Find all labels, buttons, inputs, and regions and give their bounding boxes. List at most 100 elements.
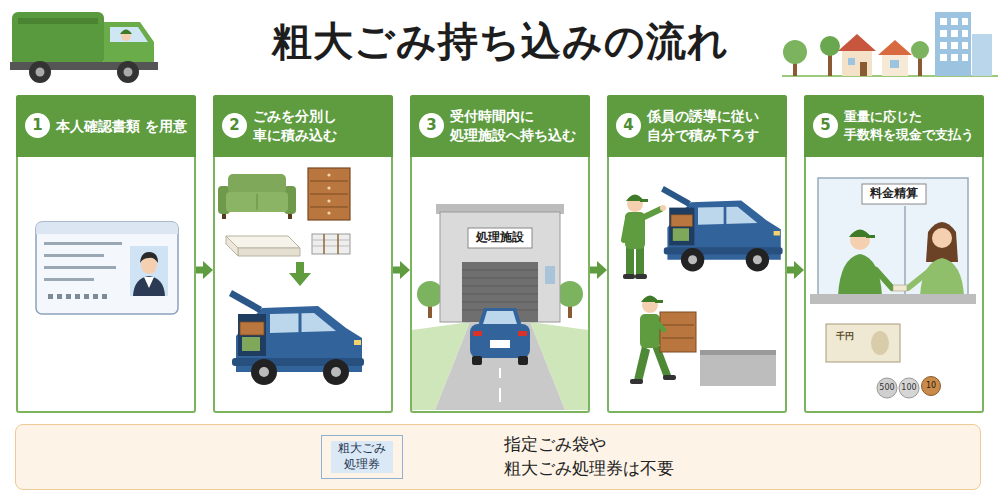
town-scene-part (882, 54, 908, 76)
id-card-part (133, 276, 165, 296)
staff-carrying-part (700, 350, 776, 355)
town-scene-part (890, 60, 899, 68)
arrow-head (794, 261, 804, 279)
staff-carrying (630, 296, 776, 387)
payment-window-part (871, 331, 889, 355)
payment-window (810, 178, 976, 398)
town-scene-part (820, 36, 840, 56)
id-card-part (48, 294, 107, 299)
sorted-items-part (312, 246, 350, 247)
sorted-items-part (296, 262, 304, 274)
facility-scene-part (518, 331, 527, 336)
id-card-part (44, 242, 122, 245)
step-number-circle: 3 (419, 113, 444, 138)
id-card (36, 222, 178, 314)
sorted-items-part (327, 173, 330, 176)
payment-window-part (818, 178, 968, 296)
town-scene-part (935, 12, 971, 76)
id-card-part-part (48, 294, 53, 299)
id-card-part-part (102, 294, 107, 299)
staff-carrying-part (634, 346, 650, 382)
sorted-items-part (288, 214, 292, 219)
facility-scene-part (473, 331, 482, 336)
title-text: 粗大ごみ持ち込みの流れ (272, 18, 729, 64)
town-scene-part-part (962, 30, 968, 37)
flow-arrow (196, 261, 213, 279)
facility-scene-part (470, 324, 530, 358)
id-card-part-part (57, 294, 62, 299)
facility-scene-part (518, 356, 528, 365)
facility-scene-part (462, 270, 538, 310)
callout-number: 2 (229, 118, 239, 133)
staff-guiding-part (623, 274, 635, 279)
title-wrap: 粗大ごみ持ち込みの流れ (0, 14, 1000, 69)
staff-carrying-part (663, 375, 676, 380)
ticket-text: 粗大ごみ 処理券 (331, 441, 393, 472)
coin-text: 100 (901, 384, 916, 392)
step-heading: 受付時間内に 処理施設へ持ち込む (450, 107, 586, 145)
step-heading: ごみを分別し 車に積み込む (253, 107, 389, 145)
town-scene-part-part (951, 54, 958, 61)
staff-carrying-part (655, 300, 663, 303)
step-heading-wrap: ごみを分別し 車に積み込む (253, 97, 389, 155)
step-heading-wrap: 受付時間内に 処理施設へ持ち込む (450, 97, 586, 155)
facility-scene-part-part (462, 293, 538, 294)
coin-text: 500 (879, 384, 894, 392)
garbage-truck-part (110, 27, 148, 42)
staff-carrying-part (630, 379, 643, 384)
ticket-ground-part (320, 435, 402, 479)
step-number-circle: 1 (25, 113, 50, 138)
town-scene-part (940, 18, 968, 61)
facility-scene-part (483, 311, 517, 324)
town-scene-part (783, 40, 807, 64)
payment-window-part (922, 377, 941, 396)
facility-scene-part (490, 340, 510, 348)
arrow-head (203, 261, 213, 279)
callout-number: 4 (623, 118, 633, 133)
garbage-truck (10, 12, 158, 83)
sorted-items-part (312, 240, 350, 241)
id-card-part-part (66, 294, 71, 299)
id-card-part-part (93, 294, 98, 299)
town-scene-part (860, 62, 867, 76)
step-heading: 重量に応じた 手数料を現金で支払う (844, 108, 980, 143)
facility-scene-part (440, 212, 560, 322)
garbage-truck-part (120, 30, 132, 35)
id-card-part (144, 277, 154, 288)
sorted-items-part (310, 207, 348, 208)
callout-number: 5 (820, 118, 830, 133)
town-scene-part (911, 41, 929, 59)
payment-window-part (893, 285, 907, 291)
unloading-car (661, 186, 783, 271)
sorted-items-part (289, 273, 311, 286)
garbage-truck-part (12, 12, 104, 66)
arrow-shaft (196, 267, 204, 274)
facility-scene (412, 204, 588, 410)
town-scene-part (878, 40, 912, 55)
sorted-items-part (327, 211, 330, 214)
staff-carrying-part (700, 352, 776, 386)
sorted-items-part (312, 234, 350, 254)
sorted-items-part (226, 192, 288, 212)
town-scene-part-part (940, 54, 947, 61)
coin-text: 10 (926, 382, 936, 390)
flow-arrow (787, 261, 804, 279)
town-scene-part-part (951, 18, 958, 25)
staff-guiding-part (635, 274, 647, 279)
payment-window-part (899, 378, 919, 398)
payment-window-part (838, 254, 882, 296)
facility-scene-part-part (462, 269, 538, 270)
ticket-box: 粗大ごみ 処理券 (321, 435, 403, 479)
sorted-items-part (222, 214, 226, 219)
id-card-part (36, 222, 178, 234)
arrow-shaft (393, 267, 401, 274)
facility-scene-part (557, 281, 583, 307)
id-card-part (36, 222, 178, 314)
arrow-head (400, 261, 410, 279)
id-card-part-part (84, 294, 89, 299)
sorted-items-part (310, 194, 348, 195)
town-scene-part-part (962, 18, 968, 25)
step-number-circle: 5 (813, 113, 838, 138)
staff-guiding-part (626, 246, 634, 276)
town-scene-part-part (951, 42, 958, 49)
